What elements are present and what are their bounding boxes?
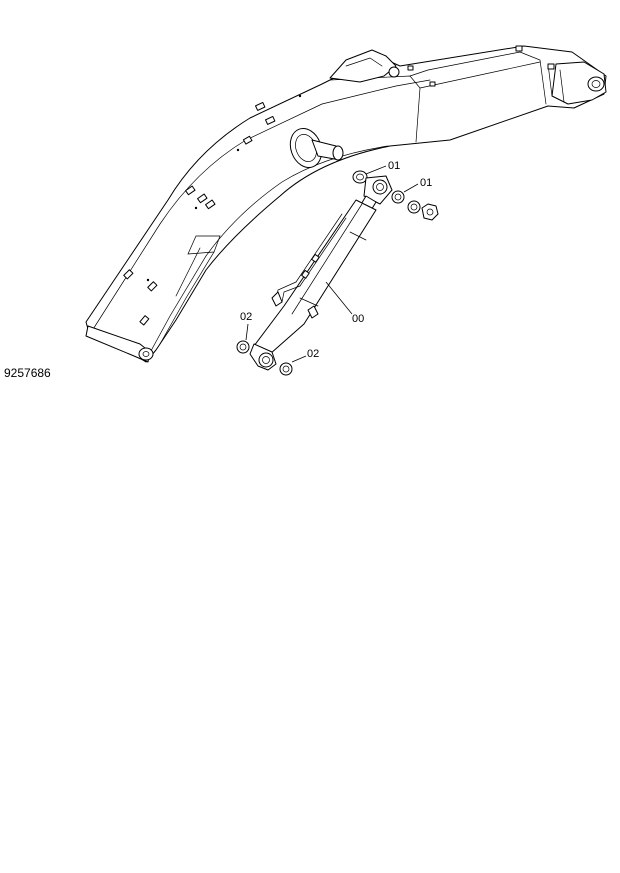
callout-cylinder: 00	[352, 313, 364, 325]
figure-number: 9257686	[4, 366, 51, 380]
boom	[85, 45, 607, 363]
hydraulic-cylinder	[249, 175, 393, 371]
seal-ring-upper-right	[391, 190, 405, 204]
washer	[407, 200, 421, 214]
leader-lines	[245, 165, 419, 363]
callout-seal-bottom-left: 02	[240, 311, 252, 323]
nut	[421, 203, 439, 221]
seal-ring-lower-right	[279, 362, 293, 376]
callout-seal-top-right: 01	[420, 177, 432, 189]
callout-seal-top-left: 01	[388, 160, 400, 172]
callout-seal-bottom-right: 02	[307, 348, 319, 360]
seal-ring-upper-left	[352, 170, 368, 184]
seal-ring-lower-left	[236, 340, 250, 354]
